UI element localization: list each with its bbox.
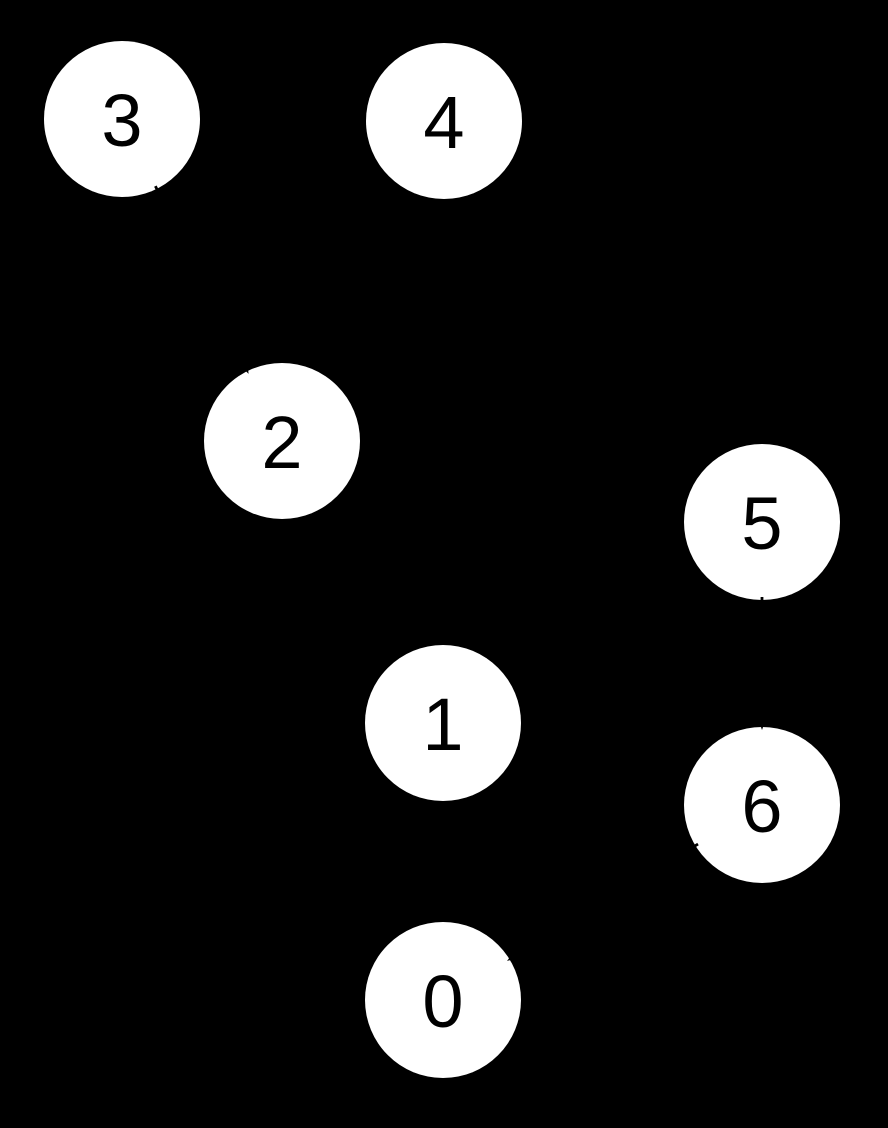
graph-node-label-3: 3 <box>101 79 142 162</box>
graph-edge-5-6 <box>753 597 771 730</box>
graph-node-circle-0 <box>365 922 521 1078</box>
graph-edge-3-2 <box>154 185 249 374</box>
graph-node-label-0: 0 <box>422 960 463 1043</box>
graph-node-circle-4 <box>366 43 522 199</box>
graph-edge-6-0 <box>506 842 699 961</box>
graph-node-label-6: 6 <box>741 765 782 848</box>
graph-node-circle-3 <box>44 41 200 197</box>
graph-edge-arrowhead <box>506 939 534 961</box>
graph-node-circle-6 <box>684 727 840 883</box>
graph-edge-arrowhead <box>753 704 771 730</box>
graph-node-label-4: 4 <box>423 81 464 164</box>
graph-node-label-2: 2 <box>261 401 302 484</box>
graph-edge-line <box>154 185 239 352</box>
graph-node-circle-2 <box>204 363 360 519</box>
graph-node-label-1: 1 <box>422 683 463 766</box>
graph-node-circle-5 <box>684 444 840 600</box>
graph-node-circle-1 <box>365 645 521 801</box>
graph-node-label-5: 5 <box>741 482 782 565</box>
graph-edge-line <box>528 842 699 949</box>
graph-edge-arrowhead <box>228 346 249 374</box>
